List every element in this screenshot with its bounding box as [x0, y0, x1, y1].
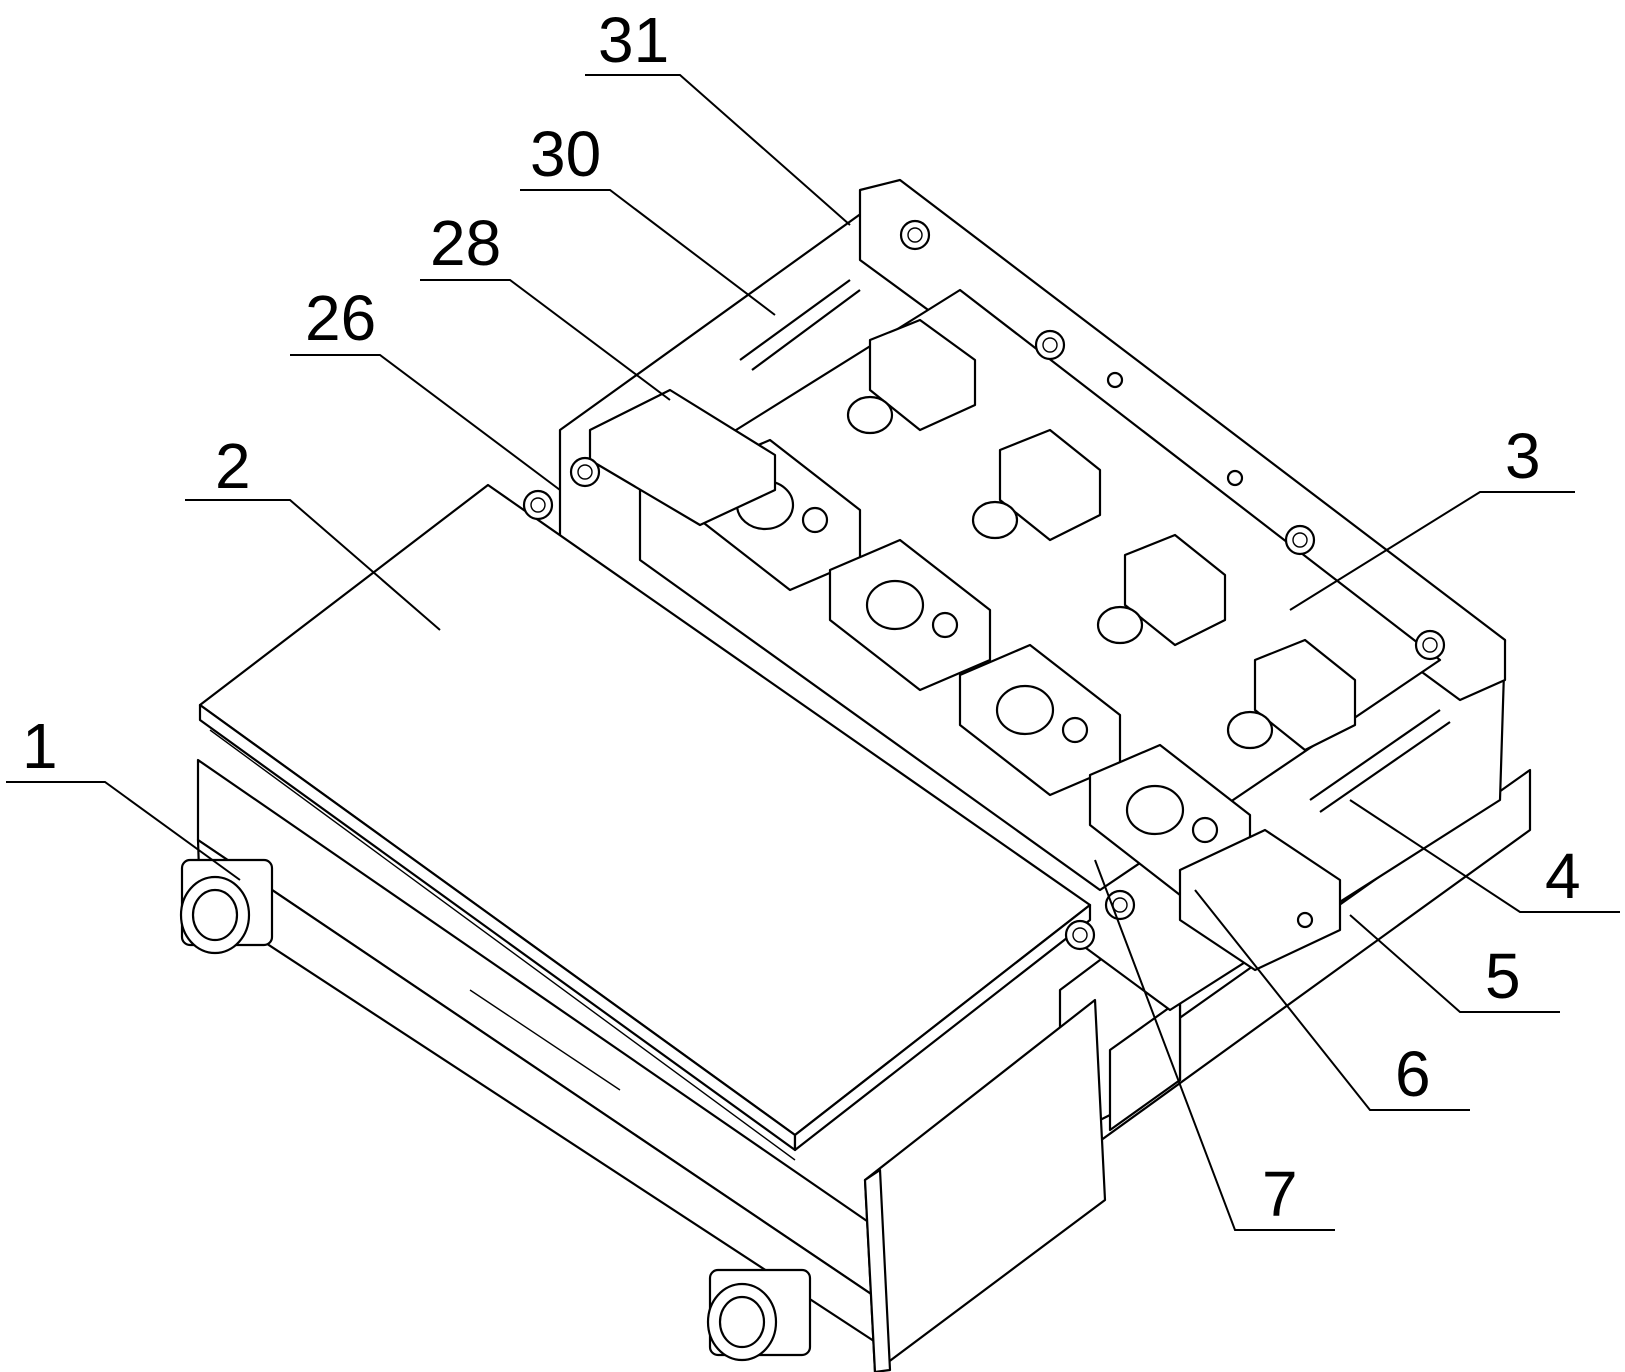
stud-block-1 [846, 318, 977, 435]
callout-31: 31 [598, 4, 669, 76]
stud-block-3 [1096, 533, 1227, 647]
callout-6: 6 [1395, 1038, 1431, 1110]
cover-plate [198, 456, 1136, 1161]
callout-2: 2 [215, 430, 251, 502]
clamp-unit-2 [828, 538, 992, 692]
left-roller [179, 858, 274, 955]
right-roller [706, 1268, 812, 1362]
callout-7: 7 [1262, 1158, 1298, 1230]
callout-4: 4 [1545, 840, 1581, 912]
stud-block-4 [1226, 638, 1357, 752]
rail-holes [899, 219, 1446, 661]
stud-blocks [846, 318, 1357, 752]
end-cap [863, 998, 1107, 1372]
leader-lines [6, 74, 1620, 1231]
callout-1: 1 [22, 710, 58, 782]
end-block-bottom [1178, 828, 1342, 972]
callout-26: 26 [305, 282, 376, 354]
callout-30: 30 [530, 118, 601, 190]
stud-block-2 [971, 428, 1102, 542]
callout-28: 28 [430, 207, 501, 279]
callout-labels: 1 2 3 4 5 6 7 26 28 30 31 [22, 4, 1581, 1230]
callout-5: 5 [1485, 940, 1521, 1012]
callout-3: 3 [1505, 420, 1541, 492]
guide-rod [739, 279, 1451, 813]
